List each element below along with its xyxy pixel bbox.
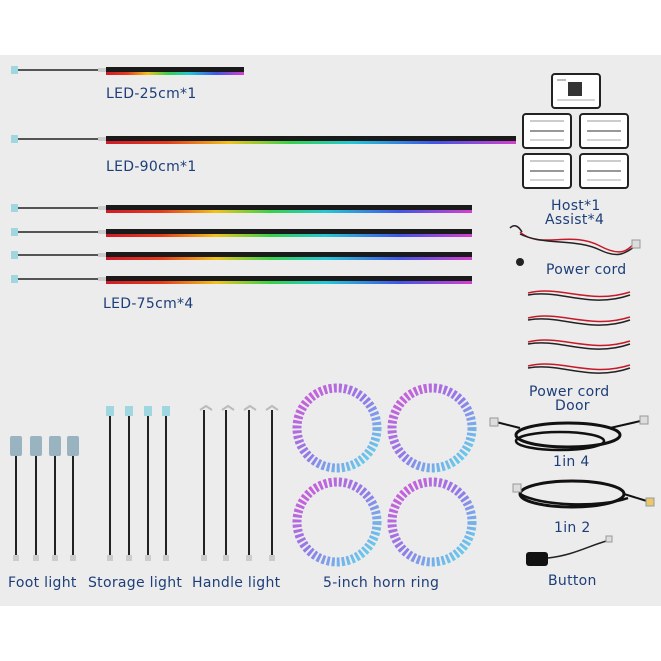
harness-1in4 [489, 415, 649, 452]
label-led-90cm: LED-90cm*1 [106, 159, 197, 175]
assist-module [579, 113, 629, 149]
horn-ring [292, 477, 382, 567]
power-cord-door [527, 290, 631, 374]
handle-light [221, 404, 235, 561]
label-1in2: 1in 2 [554, 520, 591, 536]
label-assist: Assist*4 [545, 212, 605, 228]
handle-light [199, 404, 213, 561]
label-power-cord-door-line1: Power cord [529, 384, 610, 400]
assist-module [522, 153, 572, 189]
label-1in4: 1in 4 [553, 454, 590, 470]
host-module [551, 73, 601, 109]
foot-light [49, 436, 61, 561]
label-storage-light: Storage light [88, 575, 183, 591]
foot-light [30, 436, 42, 561]
horn-ring [292, 383, 382, 473]
label-led-75cm: LED-75cm*4 [103, 296, 194, 312]
label-power-cord-door-line2: Door [555, 398, 590, 414]
led-strip-75cm [11, 204, 472, 213]
storage-lights [106, 406, 170, 561]
assist-module [579, 153, 629, 189]
horn-ring [387, 477, 477, 567]
led-strip-75cm [11, 251, 472, 260]
label-horn-ring: 5-inch horn ring [323, 575, 440, 591]
horn-ring [387, 383, 477, 473]
handle-light [243, 404, 257, 561]
power-cord [509, 225, 641, 266]
led-strip-75cm [11, 228, 472, 237]
label-power-cord: Power cord [546, 262, 627, 278]
horn-rings [292, 383, 477, 567]
led-strip-25cm [11, 66, 244, 75]
storage-light [106, 406, 114, 561]
handle-lights [199, 404, 279, 561]
assist-modules [522, 113, 629, 189]
foot-light [67, 436, 79, 561]
storage-light [144, 406, 152, 561]
led-strips-75cm [11, 204, 472, 284]
harness-1in2 [512, 479, 655, 509]
handle-light [265, 404, 279, 561]
assist-module [522, 113, 572, 149]
label-host: Host*1 [551, 198, 601, 214]
label-led-25cm: LED-25cm*1 [106, 86, 197, 102]
label-handle-light: Handle light [192, 575, 281, 591]
led-strip-75cm [11, 275, 472, 284]
storage-light [125, 406, 133, 561]
storage-light [162, 406, 170, 561]
label-foot-light: Foot light [8, 575, 77, 591]
button-accessory [526, 535, 613, 566]
label-button: Button [548, 573, 597, 589]
led-strip-90cm [11, 135, 516, 144]
foot-lights [10, 436, 79, 561]
foot-light [10, 436, 22, 561]
